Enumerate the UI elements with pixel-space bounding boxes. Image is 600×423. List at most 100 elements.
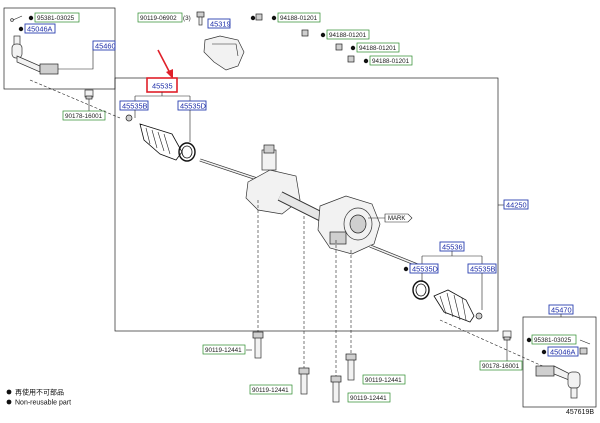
non-reusable-dot	[363, 58, 369, 64]
callout-90178-left-text: 90178-16001	[65, 113, 103, 120]
stud-bolt-c	[345, 353, 357, 381]
callout-95381-top-text: 95381-03025	[37, 15, 75, 22]
callout-45319-text: 45319	[210, 20, 231, 29]
figure-id: 457619B	[566, 409, 594, 416]
mark-tag	[384, 213, 413, 223]
non-reusable-dot	[18, 26, 24, 32]
callout-45460[interactable]	[92, 40, 116, 51]
nut-icon	[347, 55, 355, 63]
quantity-label: (3)	[183, 15, 191, 22]
callout-44250-text: 44250	[506, 201, 527, 210]
callout-94188-d-text: 94188-01201	[372, 58, 410, 65]
callout-90119-12441-d[interactable]	[347, 392, 391, 403]
callout-95381-bottom-text: 95381-03025	[534, 337, 572, 344]
clamp-ring-right-inner	[415, 283, 427, 297]
non-reusable-dot	[526, 337, 532, 343]
callout-90119-06902[interactable]	[137, 12, 183, 23]
tie-rod-end-left	[11, 35, 59, 75]
callout-45535d-right-text: 45535D	[412, 265, 438, 274]
cotter-pin	[12, 15, 23, 21]
nut-icon	[301, 29, 309, 37]
cotter-pin-eye	[10, 18, 14, 22]
steering-rack-assembly	[199, 144, 431, 272]
callout-45535b-left[interactable]	[119, 100, 149, 111]
bracket-leader	[134, 92, 191, 101]
highlight-arrowhead	[166, 69, 173, 79]
callout-90178-left[interactable]	[62, 110, 106, 121]
callout-90119-12441-b-text: 90119-12441	[252, 387, 289, 394]
tie-rod-end-box-right	[522, 316, 597, 408]
callout-45535d-left[interactable]	[177, 100, 207, 111]
callout-94188-c[interactable]	[356, 42, 400, 53]
leader	[58, 46, 94, 70]
callout-44250[interactable]	[503, 199, 529, 210]
steering-boot-left	[139, 123, 183, 161]
non-reusable-dot	[403, 266, 409, 272]
callout-90178-right-text: 90178-16001	[482, 363, 520, 370]
clamp-ring-left	[178, 142, 196, 162]
tie-rod-end-right	[535, 365, 581, 399]
callout-45535b-right-text: 45535B	[470, 265, 496, 274]
callout-45470-text: 45470	[551, 306, 572, 315]
nut-left	[84, 89, 94, 100]
non-reusable-dot	[6, 399, 12, 405]
bolt-top	[196, 11, 205, 26]
callout-45046a-bottom-text: 45046A	[550, 348, 576, 357]
mark-text: MARK	[388, 216, 405, 222]
center-line	[29, 79, 121, 119]
callout-90119-12441-c-text: 90119-12441	[365, 377, 402, 384]
clamp-small-left	[125, 114, 133, 122]
stud-bolt-a	[252, 331, 264, 359]
callout-94188-a-text: 94188-01201	[280, 15, 318, 22]
callout-90119-12441-d-text: 90119-12441	[350, 395, 387, 402]
steering-boot-right	[433, 289, 475, 323]
legend-en: Non-reusable part	[15, 400, 71, 407]
clamp-ring-left-inner	[181, 145, 193, 159]
bracket	[203, 35, 245, 71]
callout-45535d-left-text: 45535D	[180, 102, 206, 111]
nut-right	[502, 330, 512, 341]
callout-95381-top[interactable]	[34, 12, 80, 23]
callout-90119-06902-text: 90119-06902	[140, 15, 177, 22]
callout-94188-c-text: 94188-01201	[359, 45, 397, 52]
nut-icon	[579, 347, 588, 355]
nut-icon	[335, 43, 343, 51]
non-reusable-dot	[6, 389, 12, 395]
nut-icon	[255, 13, 263, 21]
non-reusable-dot	[271, 15, 277, 21]
callout-90119-12441-a[interactable]	[202, 344, 246, 355]
callout-90119-12441-b[interactable]	[249, 384, 293, 395]
clamp-ring-right	[412, 280, 430, 300]
callout-45535-highlight-text: 45535	[152, 82, 173, 91]
non-reusable-dot	[28, 15, 34, 21]
cotter-pin	[579, 339, 591, 345]
stud-bolt-b	[298, 367, 310, 395]
non-reusable-dot	[250, 15, 256, 21]
callout-45046a-top-text: 45046A	[27, 25, 53, 34]
callout-45536-text: 45536	[442, 243, 463, 252]
callout-94188-b-text: 94188-01201	[329, 32, 367, 39]
callout-94188-a[interactable]	[277, 12, 321, 23]
callout-90178-right[interactable]	[479, 360, 523, 371]
assembly-frame	[114, 77, 499, 332]
callout-45046a-bottom[interactable]	[547, 346, 579, 357]
callout-45046a-top[interactable]	[24, 23, 56, 34]
stud-bolt-d	[330, 375, 342, 403]
non-reusable-dot	[541, 349, 547, 355]
clamp-small-right	[475, 312, 483, 320]
callout-94188-b[interactable]	[326, 29, 370, 40]
bracket-leader	[421, 251, 483, 264]
callout-90119-12441-a-text: 90119-12441	[205, 347, 242, 354]
callout-90119-12441-c[interactable]	[362, 374, 406, 385]
callout-45535b-left-text: 45535B	[122, 102, 148, 111]
non-reusable-dot	[320, 32, 326, 38]
leader	[82, 99, 90, 113]
non-reusable-dot	[350, 45, 356, 51]
callout-94188-d[interactable]	[369, 55, 413, 66]
callout-45535d-right[interactable]	[409, 263, 439, 274]
callout-45319[interactable]	[207, 18, 231, 29]
callout-95381-bottom[interactable]	[531, 334, 577, 345]
callout-45460-text: 45460	[95, 42, 116, 51]
legend-jp: 再使用不可部品	[15, 388, 64, 397]
